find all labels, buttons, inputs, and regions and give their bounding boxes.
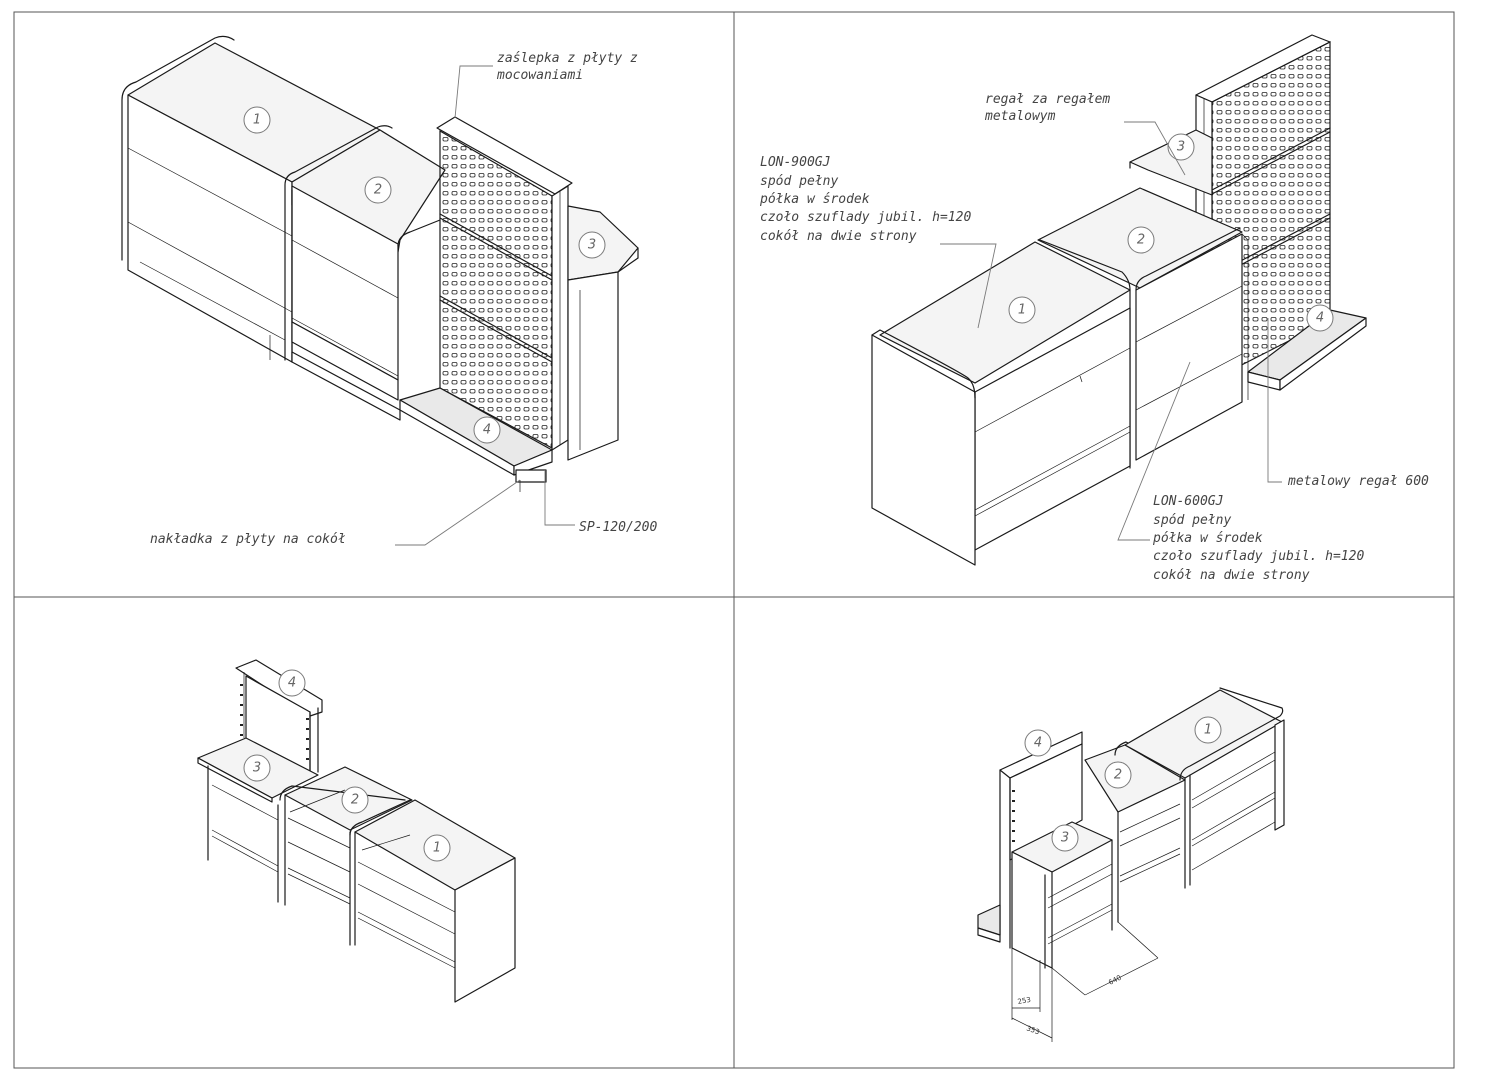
label-metal-rack: metalowy regał 600	[1287, 474, 1429, 489]
dim-253: 253	[1017, 996, 1032, 1006]
dim-353: 353	[1025, 1024, 1040, 1036]
callout-3: 3	[1051, 824, 1079, 852]
svg-text:4: 4	[483, 423, 491, 438]
label-rack-behind-line1: regał za regałem	[985, 92, 1110, 107]
callout-4: 4	[473, 416, 501, 444]
label-lon900-line2: spód pełny	[760, 174, 838, 189]
callout-3: 3	[578, 231, 606, 259]
callout-2: 2	[364, 176, 392, 204]
plinth	[977, 904, 1001, 943]
svg-text:1: 1	[1204, 723, 1212, 738]
callout-1: 1	[1008, 296, 1036, 324]
callout-4: 4	[1306, 304, 1334, 332]
label-lon900-line4: czoło szuflady jubil. h=120	[760, 210, 971, 225]
callout-1: 1	[423, 834, 451, 862]
svg-text:1: 1	[1018, 303, 1026, 318]
backboard-4	[235, 659, 323, 779]
callout-3: 3	[1167, 133, 1195, 161]
shelf-unit-1	[349, 799, 516, 1003]
label-blanking-line2: mocowaniami	[496, 68, 583, 83]
label-blanking-line1: zaślepka z płyty z	[497, 51, 638, 66]
label-sp: SP-120/200	[579, 520, 657, 535]
callout-4: 4	[278, 669, 306, 697]
sheet-frame	[13, 11, 1455, 1069]
label-lon900-line3: półka w środek	[759, 192, 870, 207]
svg-text:3: 3	[588, 238, 596, 253]
counter-module-1	[871, 241, 1131, 566]
svg-text:2: 2	[1137, 233, 1145, 248]
svg-text:3: 3	[1061, 831, 1069, 846]
panel-1-isometric-counter: 1 2 3 4 zaślepka z płyty z mocowaniami n…	[121, 35, 657, 547]
panel-2-isometric-counter: 1 2 3 4 regał za regałem metalowym LON-9…	[759, 34, 1429, 583]
panel-4-isometric-shelving: 1 2 3 4 640 253 353	[977, 687, 1285, 1042]
panel-3-isometric-shelving: 1 2 3 4	[197, 659, 516, 1003]
label-overlay: nakładka z płyty na cokół	[150, 532, 346, 547]
svg-text:4: 4	[288, 676, 296, 691]
svg-text:3: 3	[253, 761, 261, 776]
label-lon900-line1: LON-900GJ	[760, 155, 830, 170]
label-lon600-line4: czoło szuflady jubil. h=120	[1153, 549, 1364, 564]
svg-text:1: 1	[433, 841, 441, 856]
rack-plinth-4	[1247, 309, 1367, 391]
callout-2: 2	[341, 786, 369, 814]
label-lon900-line5: cokół na dwie strony	[760, 229, 917, 244]
callout-4: 4	[1024, 729, 1052, 757]
label-lon600-line3: półka w środek	[1152, 531, 1263, 546]
label-lon600-line1: LON-600GJ	[1153, 494, 1223, 509]
callout-1: 1	[1194, 716, 1222, 744]
callout-2: 2	[1104, 761, 1132, 789]
svg-text:2: 2	[351, 793, 359, 808]
label-lon600-line5: cokół na dwie strony	[1153, 568, 1310, 583]
label-lon600-line2: spód pełny	[1153, 513, 1231, 528]
svg-text:4: 4	[1034, 736, 1042, 751]
svg-text:2: 2	[1114, 768, 1122, 783]
callout-1: 1	[243, 106, 271, 134]
dim-640: 640	[1107, 974, 1123, 987]
counter-module-1	[121, 35, 381, 363]
label-rack-behind-line2: metalowym	[984, 109, 1056, 124]
svg-text:2: 2	[374, 183, 382, 198]
svg-text:1: 1	[253, 113, 261, 128]
callout-2: 2	[1127, 226, 1155, 254]
svg-text:4: 4	[1316, 311, 1324, 326]
callout-3: 3	[243, 754, 271, 782]
svg-text:3: 3	[1177, 140, 1185, 155]
